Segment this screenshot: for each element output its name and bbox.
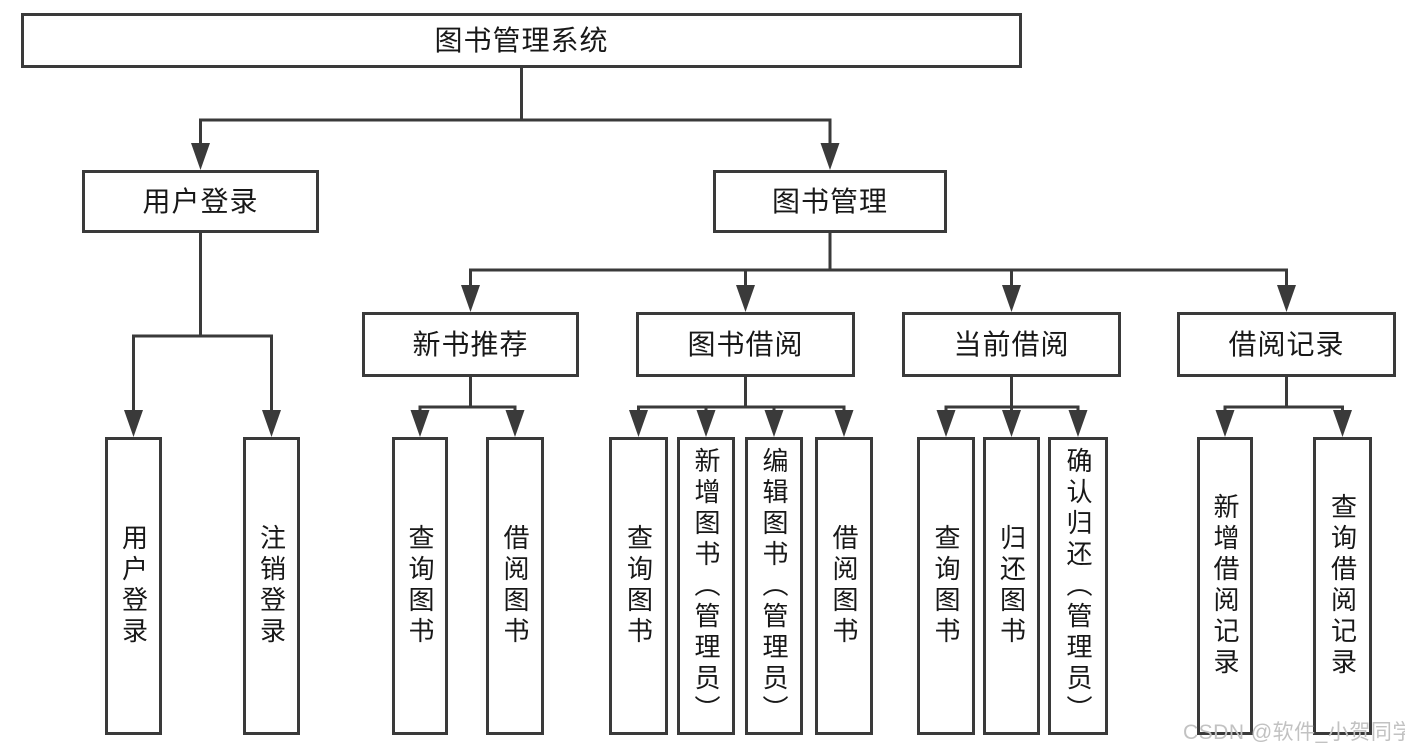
arrowhead bbox=[262, 410, 281, 437]
csdn-watermark: CSDN @软件_小贺同学 bbox=[1183, 721, 1405, 744]
node-book-borrow: 图书借阅 bbox=[636, 312, 855, 377]
connector-book-management-to-level3 bbox=[461, 233, 1296, 312]
node-label: 当前借阅 bbox=[953, 328, 1070, 360]
leaf-query-books-borrow: 查询图书 bbox=[609, 437, 668, 735]
arrowhead bbox=[1333, 410, 1352, 437]
arrowhead bbox=[1002, 410, 1021, 437]
node-label: 新增图书（管理员） bbox=[691, 446, 721, 726]
node-label: 查询图书 bbox=[405, 524, 435, 648]
arrowhead bbox=[191, 143, 210, 170]
arrowhead bbox=[461, 285, 480, 312]
node-book-management: 图书管理 bbox=[713, 170, 947, 233]
leaf-add-borrow-record: 新增借阅记录 bbox=[1197, 437, 1253, 735]
arrowhead bbox=[1277, 285, 1296, 312]
leaf-logout-login: 注销登录 bbox=[243, 437, 300, 735]
node-label: 查询图书 bbox=[623, 524, 654, 648]
arrowhead bbox=[124, 410, 143, 437]
leaf-query-borrow-record: 查询借阅记录 bbox=[1313, 437, 1372, 735]
node-label: 图书管理 bbox=[771, 185, 888, 217]
node-label: 借阅图书 bbox=[829, 524, 859, 648]
node-label: 新书推荐 bbox=[412, 328, 529, 360]
connector-user-login-to-leaves bbox=[124, 233, 281, 437]
node-current-borrow: 当前借阅 bbox=[902, 312, 1121, 377]
node-library-system: 图书管理系统 bbox=[21, 13, 1022, 68]
node-label: 用户登录 bbox=[118, 524, 149, 648]
arrowhead bbox=[410, 410, 430, 437]
node-label: 用户登录 bbox=[142, 185, 259, 217]
arrowhead bbox=[936, 410, 956, 437]
node-label: 图书借阅 bbox=[687, 328, 804, 360]
node-label: 借阅记录 bbox=[1228, 328, 1345, 360]
node-label: 注销登录 bbox=[256, 524, 287, 648]
connector-book-borrow-to-leaves bbox=[629, 377, 854, 437]
node-new-book-recommend: 新书推荐 bbox=[362, 312, 579, 377]
node-label: 借阅图书 bbox=[500, 524, 530, 648]
node-label: 新增借阅记录 bbox=[1210, 493, 1240, 679]
leaf-borrow-books-recommend: 借阅图书 bbox=[486, 437, 544, 735]
leaf-add-book-admin: 新增图书（管理员） bbox=[677, 437, 735, 735]
leaf-edit-book-admin: 编辑图书（管理员） bbox=[745, 437, 803, 735]
node-label: 查询图书 bbox=[931, 524, 961, 648]
connector-new-book-to-leaves bbox=[410, 377, 525, 437]
node-label: 图书管理系统 bbox=[434, 24, 609, 56]
arrowhead bbox=[764, 410, 784, 437]
arrowhead bbox=[736, 285, 755, 312]
arrowhead bbox=[820, 143, 840, 170]
leaf-borrow-books: 借阅图书 bbox=[815, 437, 873, 735]
arrowhead bbox=[505, 410, 525, 437]
leaf-query-books-current: 查询图书 bbox=[917, 437, 975, 735]
arrowhead bbox=[629, 410, 648, 437]
connector-borrow-records-to-leaves bbox=[1215, 377, 1352, 437]
connector-root-to-level2 bbox=[191, 68, 840, 170]
node-label: 查询借阅记录 bbox=[1327, 493, 1358, 679]
node-borrow-records: 借阅记录 bbox=[1177, 312, 1396, 377]
arrowhead bbox=[1002, 285, 1021, 312]
arrowhead bbox=[1068, 410, 1088, 437]
arrowhead bbox=[696, 410, 716, 437]
connector-current-borrow-to-leaves bbox=[936, 377, 1088, 437]
leaf-query-books-recommend: 查询图书 bbox=[392, 437, 448, 735]
node-label: 编辑图书（管理员） bbox=[759, 446, 789, 726]
node-label: 归还图书 bbox=[996, 524, 1027, 648]
arrowhead bbox=[834, 410, 854, 437]
leaf-return-books: 归还图书 bbox=[983, 437, 1040, 735]
node-user-login: 用户登录 bbox=[82, 170, 319, 233]
leaf-confirm-return-admin: 确认归还（管理员） bbox=[1048, 437, 1108, 735]
arrowhead bbox=[1215, 410, 1235, 437]
leaf-user-login: 用户登录 bbox=[105, 437, 162, 735]
node-label: 确认归还（管理员） bbox=[1063, 446, 1093, 726]
